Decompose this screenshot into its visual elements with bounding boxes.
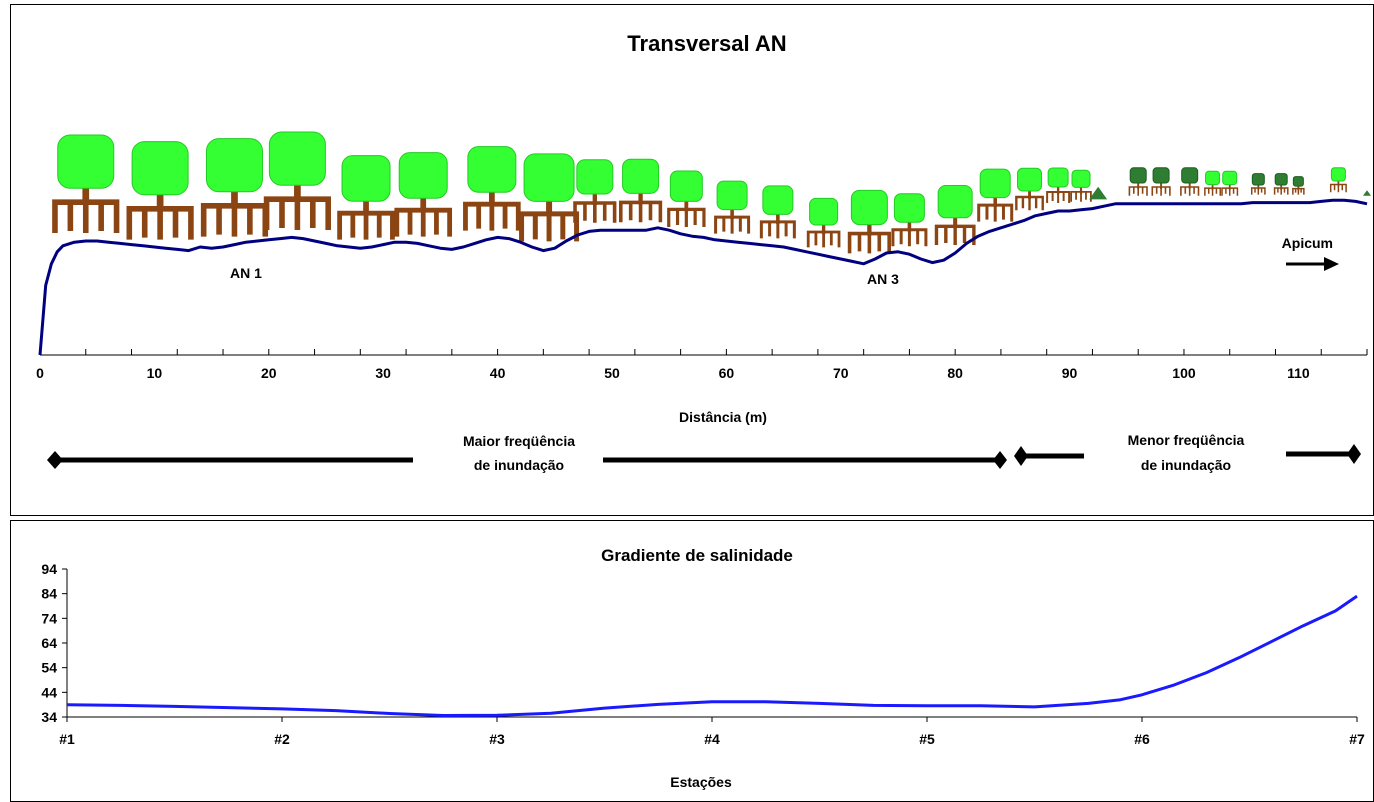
mangrove-tree-icon [1180, 167, 1200, 196]
salinity-y-tick-label: 64 [41, 635, 57, 651]
mangrove-tree-icon [806, 197, 841, 248]
salinity-y-tick-label: 94 [41, 561, 57, 577]
mangrove-tree-icon [394, 152, 453, 237]
transect-x-tick-label: 110 [1287, 365, 1310, 381]
apicum-arrow [1286, 257, 1339, 271]
site-label-an1: AN 1 [230, 265, 262, 281]
mangrove-tree-icon [934, 185, 976, 245]
salinity-y-tick-label: 84 [41, 586, 57, 602]
salinity-chart-panel: Gradiente de salinidade 34 44 54 64 74 84 94 #1… [10, 520, 1374, 802]
transect-profile-line [38, 198, 1368, 356]
salinity-x-tick-label: #5 [919, 731, 935, 747]
mangrove-tree-icon [263, 131, 331, 230]
mangrove-tree-icon [519, 153, 580, 242]
salinity-x-tick-label: #3 [489, 731, 505, 747]
transect-x-tick-label: 90 [1062, 365, 1078, 381]
mangrove-tree-icon [1128, 167, 1148, 196]
transect-x-tick-label: 80 [947, 365, 963, 381]
mangrove-tree-icon [1273, 173, 1289, 195]
mangrove-tree-icon [1015, 167, 1044, 211]
salinity-y-tick-label: 74 [41, 610, 57, 626]
transect-chart-title: Transversal AN [627, 31, 786, 56]
transect-x-tick-label: 20 [261, 365, 277, 381]
mangrove-tree-icon [337, 155, 395, 240]
transect-plot-area: 0 10 20 30 40 50 60 70 80 90 100 110 [36, 198, 1368, 381]
salinity-line [66, 594, 1358, 717]
transect-x-tick-label: 70 [833, 365, 849, 381]
apicum-label: Apicum [1282, 235, 1333, 251]
mangrove-tree-icon [618, 158, 663, 223]
mangrove-tree-icon [714, 180, 751, 234]
site-label-an3: AN 3 [867, 271, 899, 287]
salinity-x-tick-label: #6 [1134, 731, 1150, 747]
transect-x-tick-label: 50 [604, 365, 620, 381]
salinity-plot-area: 34 44 54 64 74 84 94 #1 #2 #3 #4 #5 #6 #7 [41, 561, 1365, 747]
mangrove-tree-icon [1250, 173, 1266, 195]
salinity-x-tick-label: #4 [704, 731, 720, 747]
salinity-chart-title: Gradiente de salinidade [601, 546, 793, 565]
menor-frequencia-line1: Menor freqüência [1128, 432, 1245, 448]
transect-chart: Transversal AN 0 10 20 30 40 50 60 70 80 90 100 110… [36, 31, 1371, 473]
flood-bar-diamond-mid-1 [993, 451, 1007, 469]
flood-bar-diamond-right [1347, 444, 1361, 464]
transect-x-tick-label: 30 [375, 365, 391, 381]
salinity-chart: Gradiente de salinidade 34 44 54 64 74 84 94 #1… [41, 546, 1365, 790]
menor-frequencia-line2: de inundação [1141, 457, 1231, 473]
transect-x-tick-label: 100 [1172, 365, 1196, 381]
mangrove-tree-icon [1070, 169, 1092, 202]
seedling-icon [1089, 186, 1108, 200]
transect-x-tick-label: 40 [490, 365, 506, 381]
transect-chart-panel: Transversal AN 0 10 20 30 40 50 60 70 80 90 100 110… [10, 4, 1374, 516]
seedling-icon [1363, 190, 1371, 196]
salinity-y-tick-label: 34 [41, 709, 57, 725]
mangrove-tree-icon [759, 185, 796, 239]
mangrove-tree-illustrations [52, 131, 1371, 254]
salinity-x-tick-label: #7 [1349, 731, 1365, 747]
mangrove-tree-icon [463, 146, 521, 231]
mangrove-tree-icon [1292, 176, 1305, 195]
mangrove-tree-icon [667, 170, 706, 227]
transect-x-axis-title: Distância (m) [679, 409, 767, 425]
salinity-y-tick-label: 44 [41, 684, 57, 700]
mangrove-tree-icon [126, 141, 194, 240]
mangrove-tree-icon [573, 159, 617, 223]
mangrove-tree-icon [1329, 167, 1347, 193]
salinity-x-tick-label: #1 [59, 731, 75, 747]
mangrove-tree-icon [1151, 167, 1171, 196]
salinity-x-axis-title: Estações [670, 774, 732, 790]
salinity-y-tick-label: 54 [41, 660, 57, 676]
transect-x-tick-label: 60 [719, 365, 735, 381]
mangrove-tree-icon [1046, 167, 1071, 203]
salinity-x-tick-label: #2 [274, 731, 290, 747]
mangrove-tree-icon [200, 138, 269, 237]
mangrove-tree-icon [1221, 170, 1239, 196]
maior-frequencia-line2: de inundação [474, 457, 564, 473]
mangrove-tree-icon [52, 134, 120, 233]
mangrove-tree-icon [1204, 170, 1222, 196]
transect-x-tick-label: 10 [147, 365, 163, 381]
mangrove-tree-icon [977, 168, 1014, 222]
transect-x-tick-label: 0 [36, 365, 44, 381]
mangrove-tree-icon [847, 189, 891, 254]
flood-frequency-bar: Maior freqüência de inundação Menor freq… [47, 432, 1361, 473]
mangrove-tree-icon [891, 193, 928, 247]
maior-frequencia-line1: Maior freqüência [463, 433, 575, 449]
